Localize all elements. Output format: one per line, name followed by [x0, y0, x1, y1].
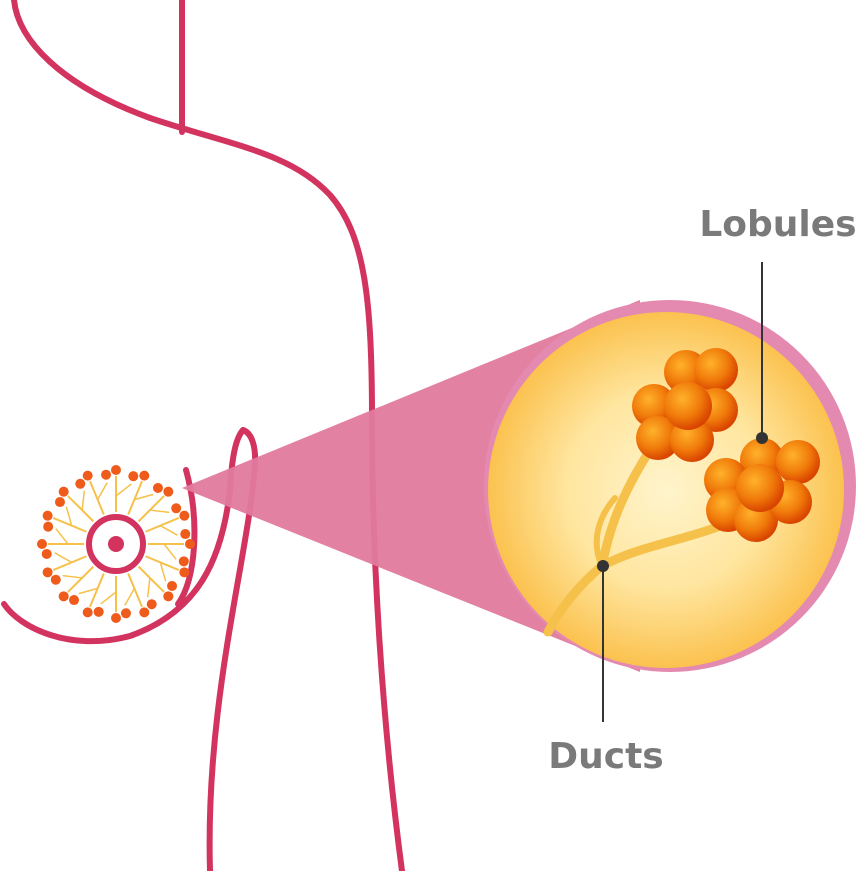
small-duct-branch — [160, 526, 177, 536]
small-duct-branch — [150, 510, 169, 512]
small-duct — [146, 518, 179, 532]
small-lobule — [153, 483, 163, 493]
nipple — [89, 517, 143, 571]
small-lobule — [101, 470, 111, 480]
small-lobule — [111, 465, 121, 475]
small-lobule — [139, 471, 149, 481]
small-duct — [128, 574, 142, 607]
small-duct-branch — [148, 578, 150, 597]
small-lobule — [37, 539, 47, 549]
small-duct — [90, 481, 104, 514]
small-lobule — [121, 608, 131, 618]
small-lobule — [185, 539, 195, 549]
small-lobule — [75, 479, 85, 489]
small-lobule — [179, 556, 189, 566]
small-lobule — [171, 503, 181, 513]
small-duct — [68, 496, 93, 521]
small-lobule — [42, 549, 52, 559]
small-lobule — [163, 487, 173, 497]
lobules-label: Lobules — [699, 204, 856, 245]
small-duct-branch — [125, 588, 135, 605]
small-lobule — [51, 575, 61, 585]
small-duct-branch — [63, 576, 82, 578]
small-lobule — [69, 595, 79, 605]
small-lobule — [59, 487, 69, 497]
small-lobule — [147, 599, 157, 609]
small-lobule — [179, 511, 189, 521]
small-duct-branch — [82, 491, 84, 510]
small-lobule — [83, 607, 93, 617]
small-duct-branch — [56, 529, 68, 544]
small-duct — [139, 496, 164, 521]
small-lobule — [43, 567, 53, 577]
small-lobule — [128, 471, 138, 481]
small-lobule — [94, 607, 104, 617]
small-duct-branch — [55, 553, 72, 563]
magnified-lens — [484, 300, 856, 672]
small-lobule — [163, 591, 173, 601]
small-lobule — [167, 581, 177, 591]
small-duct — [68, 567, 93, 592]
small-duct — [139, 567, 164, 592]
small-lobule — [179, 567, 189, 577]
small-lobule — [111, 613, 121, 623]
nipple-center — [108, 536, 124, 552]
small-duct-branch — [116, 484, 131, 496]
small-lobule — [55, 497, 65, 507]
small-lobule — [59, 591, 69, 601]
small-duct-branch — [164, 544, 176, 559]
small-duct — [53, 556, 86, 570]
ducts-label: Ducts — [548, 736, 664, 777]
small-lobule — [83, 471, 93, 481]
small-duct-branch — [98, 483, 108, 500]
small-lobule — [43, 511, 53, 521]
small-lobule — [43, 522, 53, 532]
small-lobule — [180, 529, 190, 539]
small-duct-branch — [101, 592, 116, 604]
small-lobule — [139, 607, 149, 617]
